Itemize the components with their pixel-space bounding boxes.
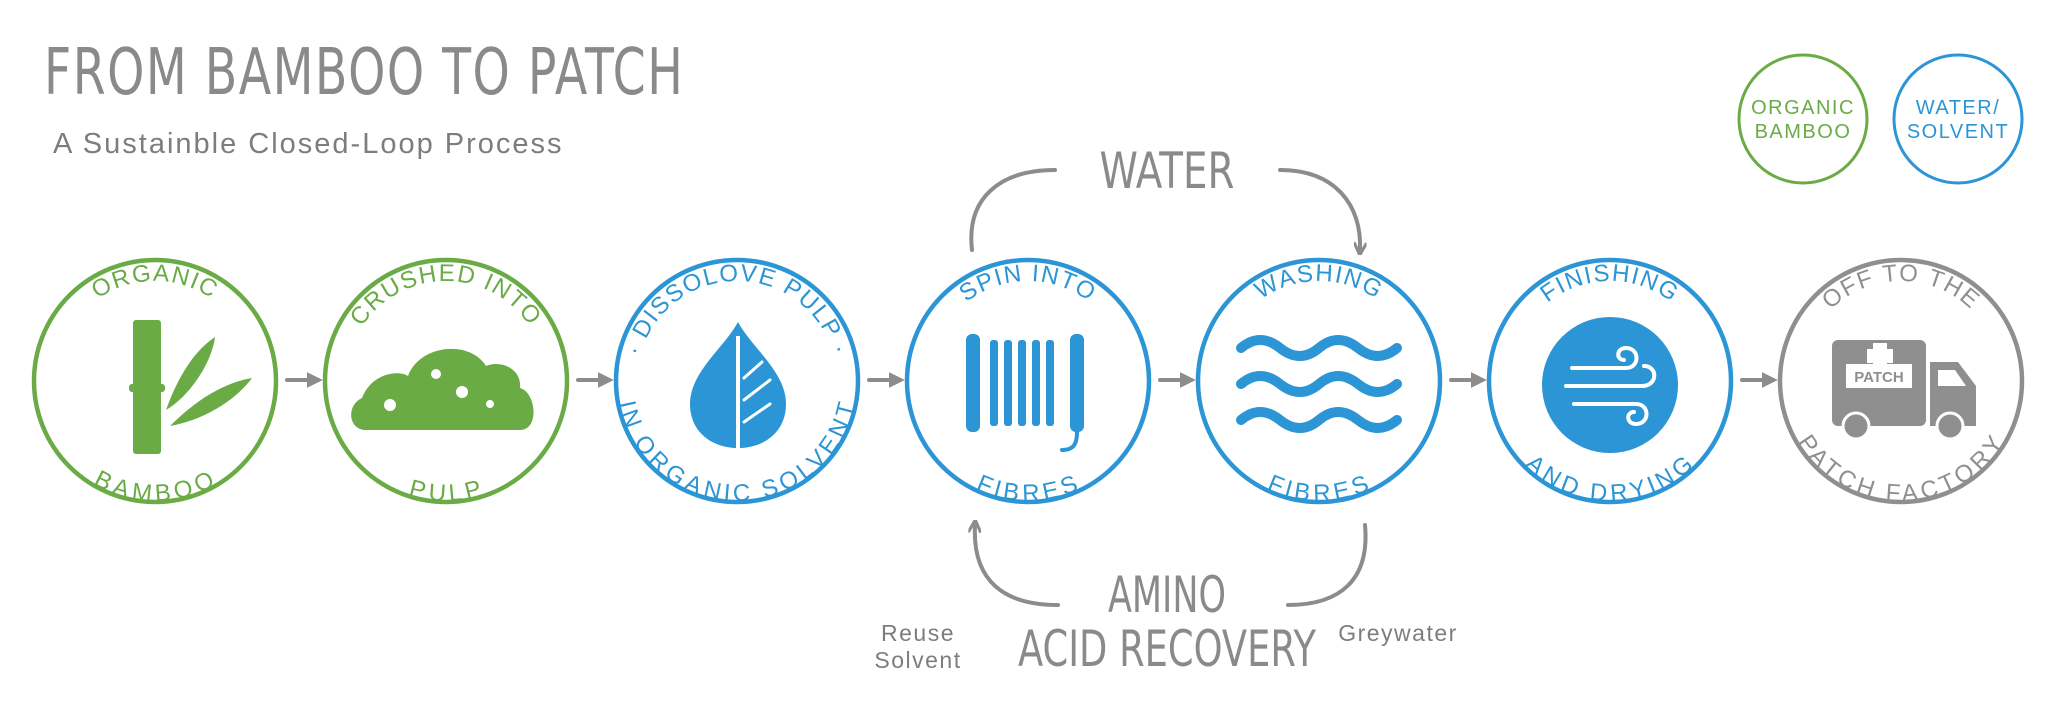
page-subtitle: A Sustainble Closed-Loop Process [53, 128, 564, 160]
step-1-top-label: ORGANIC [87, 260, 223, 304]
legend-water-line1: WATER/ [1916, 97, 2001, 119]
legend-water-solvent: WATER/ SOLVENT [1892, 53, 2024, 185]
step-finishing-and-drying: FINISHING AND DRYING [1486, 257, 1734, 507]
step-7-top-label: OFF TO THE [1817, 260, 1985, 315]
bamboo-icon [129, 320, 252, 454]
legend-organic-bamboo: ORGANIC BAMBOO [1737, 53, 1869, 185]
waves-icon [1236, 335, 1402, 433]
spool-icon [966, 334, 1084, 452]
step-2-bottom-label: PULP [407, 475, 486, 508]
step-5-bottom-label: FIBRES [1264, 469, 1374, 507]
truck-patch-label: PATCH [1854, 369, 1903, 386]
step-crushed-into-pulp: CRUSHED INTO PULP [322, 257, 570, 508]
truck-icon: PATCH [1832, 340, 1976, 441]
step-dissolve-pulp: · DISSOLOVE PULP · IN ORGANIC SOLVENT [613, 257, 861, 507]
page-title: FROM BAMBOO TO PATCH [44, 36, 685, 110]
leaf-drop-icon [690, 322, 786, 448]
step-7-bottom-label: PATCH FACTORY [1792, 430, 2009, 507]
water-loop-arrow-right [1278, 168, 1360, 250]
step-5-top-label: WASHING [1250, 260, 1388, 305]
step-2-top-label: CRUSHED INTO [345, 260, 547, 331]
step-organic-bamboo: ORGANIC BAMBOO [31, 257, 279, 507]
legend-organic-line2: BAMBOO [1755, 121, 1852, 143]
legend-organic-line1: ORGANIC [1751, 97, 1855, 119]
step-4-top-label: SPIN INTO [954, 260, 1101, 307]
step-off-to-patch-factory: OFF TO THE PATCH FACTORY PATCH [1777, 257, 2025, 507]
step-6-bottom-label: AND DRYING [1521, 450, 1700, 507]
water-loop-arrow-left [969, 168, 1057, 252]
recovery-label-line2: ACID RECOVERY [1018, 620, 1316, 678]
reuse-label-line2: Solvent [874, 647, 961, 673]
greywater-label: Greywater [1338, 620, 1458, 646]
step-spin-into-fibres: SPIN INTO FIBRES [904, 257, 1152, 507]
recovery-loop-arrow-right [1286, 523, 1368, 607]
reuse-label-line1: Reuse [881, 620, 955, 646]
step-6-top-label: FINISHING [1536, 260, 1685, 308]
pulp-mound-icon [351, 348, 534, 430]
recovery-label-line1: AMINO [1108, 566, 1226, 624]
step-4-bottom-label: FIBRES [973, 469, 1083, 507]
recovery-loop-arrow-left [975, 525, 1060, 607]
wind-icon [1542, 317, 1678, 453]
water-loop-label: WATER [1100, 142, 1235, 200]
legend-water-line2: SOLVENT [1907, 121, 2009, 143]
step-washing-fibres: WASHING FIBRES [1195, 257, 1443, 507]
legend: ORGANIC BAMBOO WATER/ SOLVENT [1737, 53, 2024, 185]
